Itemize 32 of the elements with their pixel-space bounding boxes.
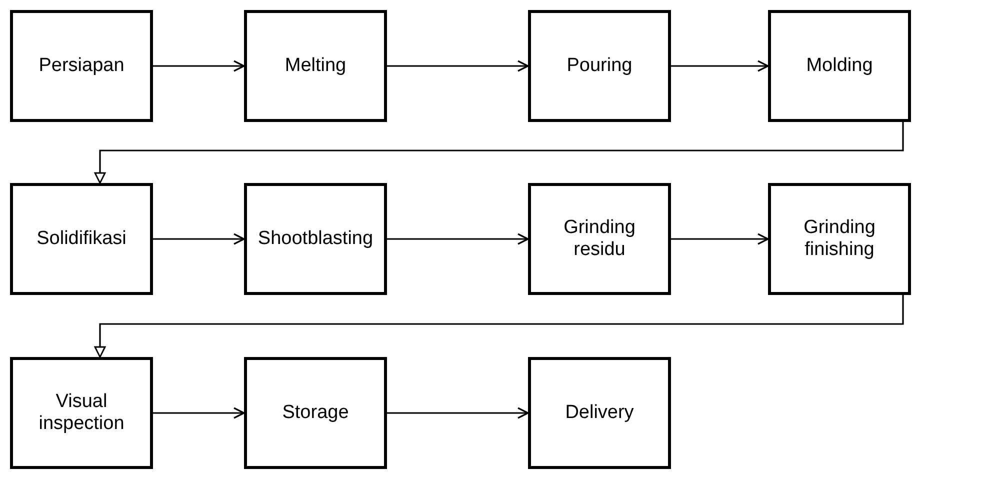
process-box: [10, 10, 153, 122]
step-label: Melting: [284, 55, 348, 77]
step-label: Visual inspection: [38, 391, 126, 435]
process-box: [768, 183, 911, 295]
step-label: Molding: [805, 55, 874, 77]
process-box: [768, 10, 911, 122]
step-label: Grinding finishing: [802, 217, 876, 261]
arrow: [671, 233, 769, 245]
arrow: [387, 407, 529, 419]
process-box: [528, 357, 671, 469]
process-box: [528, 183, 671, 295]
process-box: [244, 10, 387, 122]
process-box: [244, 357, 387, 469]
process-box: [528, 10, 671, 122]
arrow: [671, 60, 769, 72]
process-box: [10, 357, 153, 469]
step-label: Pouring: [566, 55, 634, 77]
step-label: Storage: [281, 402, 350, 424]
arrow: [153, 233, 245, 245]
arrow: [387, 60, 529, 72]
step-label: Grinding residu: [562, 217, 636, 261]
arrow: [153, 60, 245, 72]
step-label: Delivery: [564, 402, 635, 424]
arrow: [94, 295, 904, 358]
step-label: Persiapan: [38, 55, 126, 77]
arrow: [153, 407, 245, 419]
step-label: Shootblasting: [256, 228, 374, 250]
step-label: Solidifikasi: [36, 228, 128, 250]
process-box: [10, 183, 153, 295]
arrow: [94, 122, 904, 184]
arrow: [387, 233, 529, 245]
process-box: [244, 183, 387, 295]
